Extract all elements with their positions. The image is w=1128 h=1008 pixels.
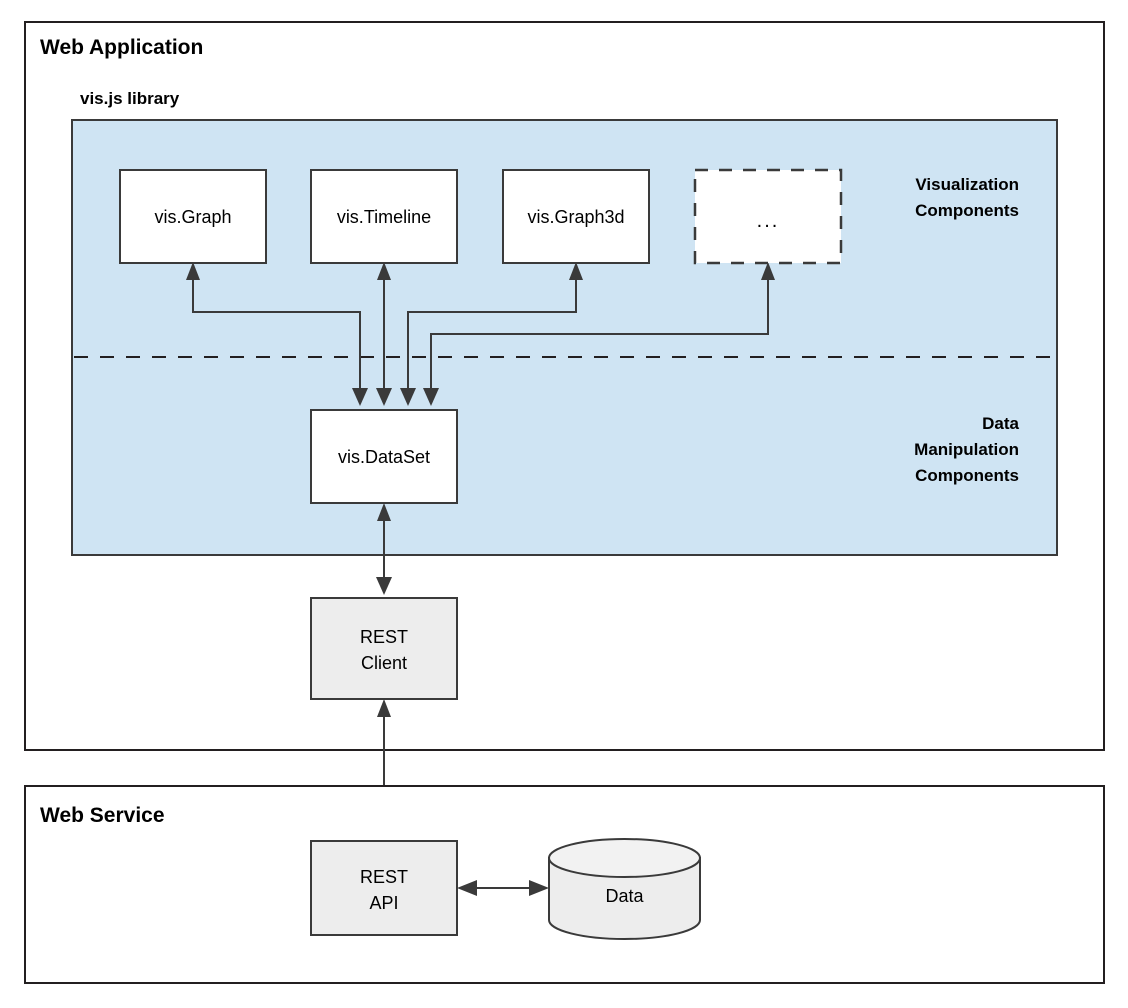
arrow-head-down-rest-client: [376, 577, 392, 595]
arrow-head-up-vis-timeline: [377, 262, 391, 280]
node-rest-api[interactable]: [310, 840, 458, 936]
arrow-head-down-vis-timeline: [376, 388, 392, 406]
data-store-body: [548, 857, 701, 940]
arrow-head-down-vis-graph: [352, 388, 368, 406]
arrow-head-down-vis-graph3d: [400, 388, 416, 406]
frame-title-web-service: Web Service: [40, 804, 165, 827]
group-label-data-line1: Data: [982, 414, 1019, 433]
arrow-head-up-rest-client: [377, 503, 391, 521]
frame-title-web-application: Web Application: [40, 36, 203, 59]
group-label-visualization-line2: Components: [915, 201, 1019, 220]
group-label-data-line3: Components: [915, 466, 1019, 485]
arrow-head-up-more-components: [761, 262, 775, 280]
arrow-head-up-vis-graph: [186, 262, 200, 280]
node-label-vis-graph: vis.Graph: [154, 207, 231, 227]
connector-vis-graph-dataset: [192, 272, 361, 396]
node-label-vis-graph3d: vis.Graph3d: [527, 207, 624, 227]
node-more-components[interactable]: [693, 168, 843, 265]
node-label-vis-timeline: vis.Timeline: [337, 207, 431, 227]
node-rest-client[interactable]: [310, 597, 458, 700]
data-store-top: [548, 838, 701, 878]
node-label-rest-api-line2: API: [369, 893, 398, 913]
node-vis-timeline[interactable]: [310, 169, 458, 264]
node-data-store[interactable]: Data: [548, 838, 701, 940]
node-vis-graph3d[interactable]: [502, 169, 650, 264]
connector-vis-graph3d-dataset: [407, 272, 577, 396]
group-label-data-line2: Manipulation: [914, 440, 1019, 459]
arrow-head-up-rest-api-link: [377, 699, 391, 717]
node-label-rest-client-line2: Client: [361, 653, 407, 673]
node-vis-dataset[interactable]: [310, 409, 458, 504]
group-label-visualization-line1: Visualization: [915, 175, 1019, 194]
arrow-head-right-data-store: [529, 880, 549, 896]
section-title-visjs-library: vis.js library: [80, 89, 180, 108]
arrow-head-down-more-components: [423, 388, 439, 406]
arrow-head-left-data-store: [457, 880, 477, 896]
node-label-more-components: ...: [757, 210, 780, 232]
node-label-rest-client-line1: REST: [360, 627, 408, 647]
node-vis-graph[interactable]: [119, 169, 267, 264]
node-label-data-store: Data: [605, 886, 644, 906]
node-label-rest-api-line1: REST: [360, 867, 408, 887]
arrow-head-up-vis-graph3d: [569, 262, 583, 280]
connector-more-components-dataset: [430, 272, 769, 396]
node-label-vis-dataset: vis.DataSet: [338, 447, 430, 467]
